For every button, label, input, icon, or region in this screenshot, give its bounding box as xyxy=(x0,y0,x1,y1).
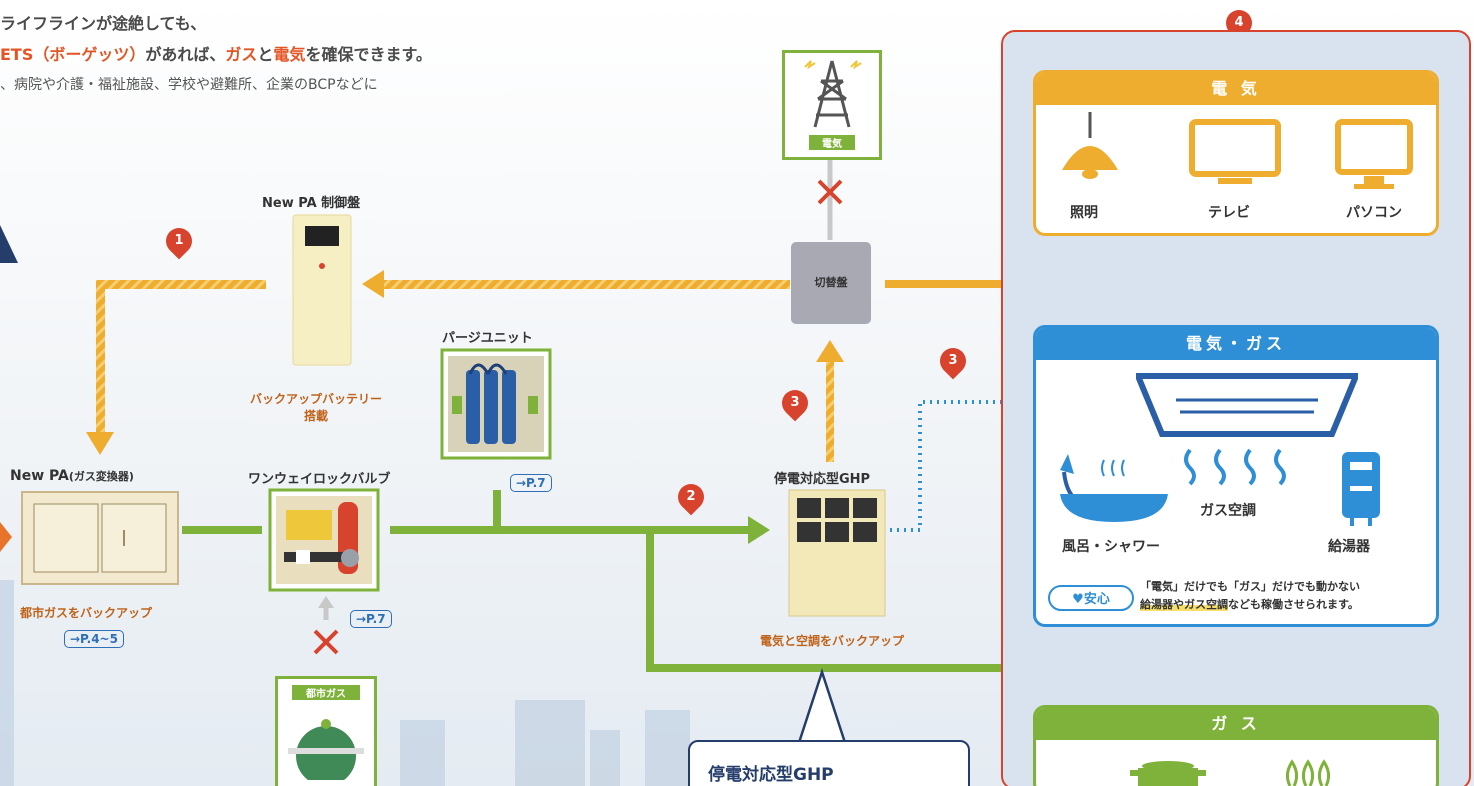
city-gas-label: 都市ガス xyxy=(292,685,360,700)
step-1-marker: 1 xyxy=(160,222,198,260)
anshin-badge: ♥安心 xyxy=(1048,585,1134,611)
water-heater-label: 給湯器 xyxy=(1328,539,1370,555)
left-edge-arrow xyxy=(0,522,12,552)
step-3-marker: 3 xyxy=(776,384,814,422)
gas-box: ガ ス xyxy=(1033,705,1439,786)
flame-icon xyxy=(1285,759,1330,786)
lighting-label: 照明 xyxy=(1070,205,1098,221)
city-gas-icon-frame: 都市ガス xyxy=(275,676,377,786)
control-panel-caption: バックアップバッテリー 搭載 xyxy=(249,392,382,423)
gas-ac-label: ガス空調 xyxy=(1200,503,1256,519)
pot-icon xyxy=(1130,761,1206,786)
intro-text: ライフラインが途絶しても、 ETS（ボーゲッツ）があれば、ガスと電気を確保できま… xyxy=(0,8,432,101)
purge-unit-page-ref[interactable]: →P.7 xyxy=(510,474,552,492)
purge-unit-icon xyxy=(440,348,552,460)
bath-shower-icon xyxy=(1060,454,1168,522)
step-2-marker: 2 xyxy=(672,478,710,516)
control-panel-title: New PA 制御盤 xyxy=(262,196,361,211)
computer-icon xyxy=(1335,119,1413,189)
ghp-caption: 電気と空調をバックアップ xyxy=(760,634,905,648)
gas-cut-x-icon xyxy=(313,629,339,655)
electric-gas-box-header: 電気・ガス xyxy=(1036,328,1436,360)
control-panel-icon xyxy=(292,214,352,366)
lamp-icon xyxy=(1062,112,1118,179)
power-cut-x-icon xyxy=(817,179,843,205)
gas-box-header: ガ ス xyxy=(1036,708,1436,740)
power-tower-frame: 電気 xyxy=(782,50,882,160)
gas-tank-icon xyxy=(288,719,364,786)
intro-line-1: ライフラインが途絶しても、 xyxy=(0,14,207,33)
arrow-to-ghp xyxy=(748,516,770,544)
new-pa-icon xyxy=(21,491,179,585)
electric-box-header: 電 気 xyxy=(1036,73,1436,105)
gas-heat-waves-icon xyxy=(1184,448,1286,486)
new-pa-page-ref[interactable]: →P.4~5 xyxy=(64,630,124,648)
purge-unit-title: パージユニット xyxy=(442,331,533,346)
intro-line-2: ETS（ボーゲッツ）があれば、ガスと電気を確保できます。 xyxy=(0,45,432,64)
valve-icon xyxy=(268,488,380,592)
arrow-to-control-panel xyxy=(362,270,384,298)
tv-label: テレビ xyxy=(1208,205,1250,221)
step-3b-marker: 3 xyxy=(934,342,972,380)
tower-label: 電気 xyxy=(809,135,855,150)
ghp-unit-icon xyxy=(788,489,886,617)
power-tower-icon xyxy=(804,60,862,128)
valve-title: ワンウェイロックバルブ xyxy=(248,472,391,487)
switchboard: 切替盤 xyxy=(791,242,871,324)
intro-line-3: 、病院や介護・福祉施設、学校や避難所、企業のBCPなどに xyxy=(0,77,378,93)
bath-shower-label: 風呂・シャワー xyxy=(1062,539,1160,555)
arrow-to-switchboard xyxy=(816,340,844,362)
left-edge-shape xyxy=(0,225,18,263)
new-pa-caption: 都市ガスをバックアップ xyxy=(20,606,153,620)
arrow-to-new-pa xyxy=(86,432,114,455)
city-skyline-background xyxy=(0,580,690,786)
electric-gas-note: 「電気」だけでも「ガス」だけでも動かない 給湯器やガス空調なども稼働させられます… xyxy=(1140,580,1360,611)
heart-icon: ♥ xyxy=(1072,592,1084,607)
ceiling-ac-icon xyxy=(1136,373,1358,437)
computer-label: パソコン xyxy=(1346,205,1402,221)
tv-icon xyxy=(1189,119,1281,184)
new-pa-title: New PA(ガス変換器) xyxy=(10,468,134,484)
valve-page-ref[interactable]: →P.7 xyxy=(350,610,392,628)
ghp-callout: 停電対応型GHP xyxy=(688,740,970,786)
water-heater-icon xyxy=(1342,452,1380,526)
ghp-title: 停電対応型GHP xyxy=(774,472,871,487)
